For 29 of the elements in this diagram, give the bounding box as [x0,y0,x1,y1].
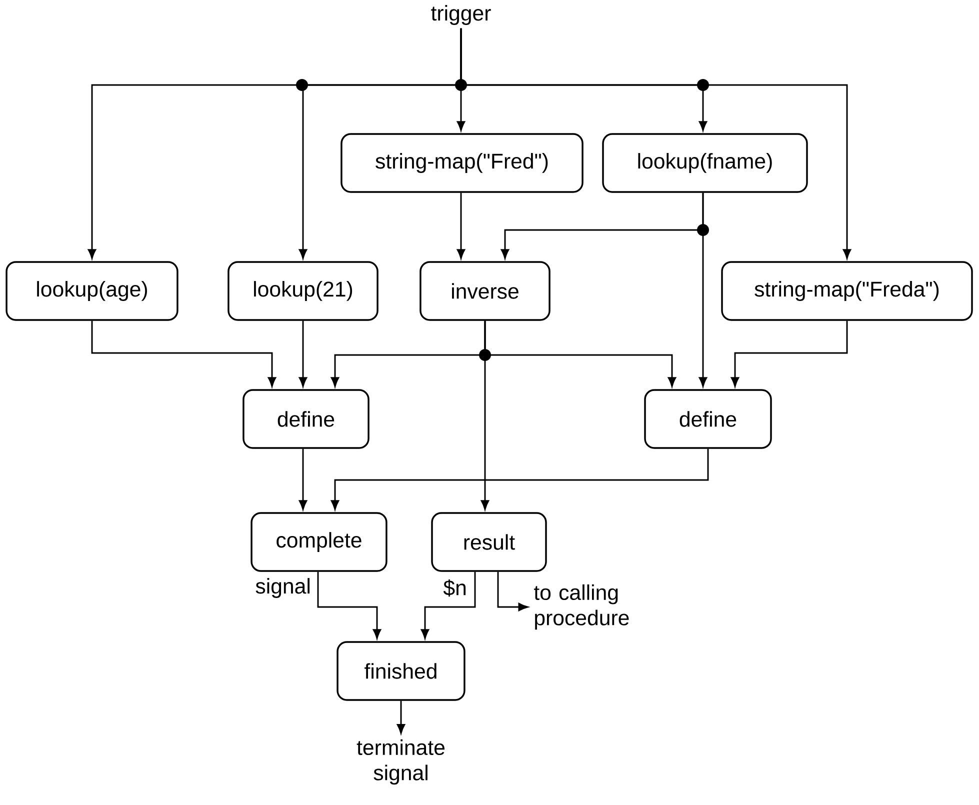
process-box: lookup(age) [6,261,178,321]
arrow [91,320,276,387]
process-box: string-map("Freda") [721,261,973,321]
terminal-label: terminate signal [356,739,444,785]
process-box: string-map("Fred") [340,133,584,193]
process-box: lookup(21) [228,261,378,321]
process-box: complete [250,512,388,572]
arrow [298,320,308,387]
process-box: lookup(fname) [602,133,808,193]
arrow [730,320,848,387]
arrow [698,192,708,387]
arrow [420,572,476,639]
process-box: finished [336,641,466,701]
process-box: result [431,512,547,572]
process-box: inverse [420,261,550,321]
edge-label: $n [442,578,468,598]
arrow [330,448,709,510]
arrow [317,572,382,639]
process-box: define [242,389,370,449]
terminal-label: to calling procedure [534,584,629,630]
arrow [480,320,490,510]
arrow [460,28,852,259]
arrow [396,700,406,734]
arrow [497,572,528,612]
process-box: define [644,389,772,449]
edge-label: signal [254,576,312,600]
terminal-label: trigger [431,5,491,25]
arrow [456,192,466,259]
arrow [298,448,308,510]
